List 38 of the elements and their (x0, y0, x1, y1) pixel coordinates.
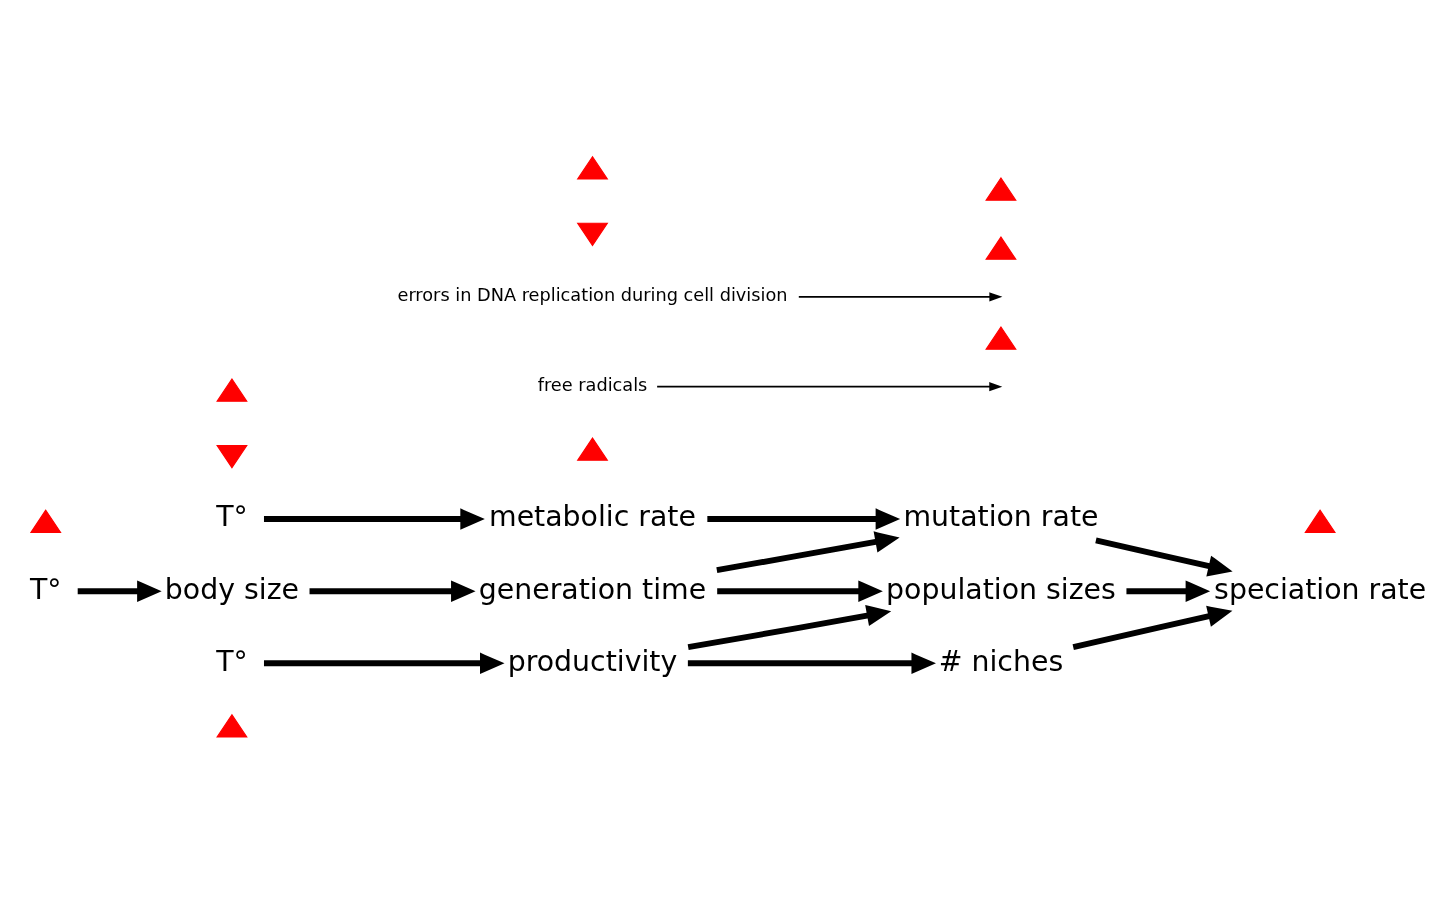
node-text: speciation rate (1214, 572, 1427, 606)
node-text: # niches (938, 644, 1064, 678)
node-arrow (29, 509, 62, 533)
node-arrow (985, 176, 1017, 201)
node-text: productivity (507, 644, 678, 678)
node-text: mutation rate (903, 500, 1099, 534)
node-arrow (576, 155, 609, 180)
node-arrow (985, 236, 1017, 260)
node-arrow (216, 377, 248, 402)
node-text: free radicals (537, 374, 648, 395)
arrow (717, 580, 883, 602)
node-arrow (216, 444, 248, 469)
node-arrow (216, 713, 248, 738)
node-arrow (576, 437, 609, 461)
node-text: body size (164, 572, 300, 606)
arrow (1126, 580, 1211, 602)
arrow (77, 580, 162, 602)
arrow (264, 652, 505, 674)
arrow (264, 508, 485, 530)
arrow (687, 605, 892, 651)
arrow (687, 652, 936, 674)
node-text: T° (216, 500, 248, 534)
arrow (716, 531, 900, 573)
node-text: T° (29, 572, 62, 606)
node-text: errors in DNA replication during cell division (397, 284, 788, 305)
node-text: population sizes (886, 572, 1116, 606)
arrow (797, 292, 1003, 302)
node-arrow (1304, 509, 1336, 533)
arrow (656, 382, 1003, 392)
node-text: T° (216, 644, 248, 678)
arrow (1072, 605, 1233, 650)
arrow (309, 580, 476, 602)
node-text: generation time (478, 572, 707, 606)
arrow (707, 508, 901, 530)
node-arrow (576, 222, 609, 247)
node-arrow (985, 325, 1017, 350)
arrow (1095, 537, 1233, 577)
node-text: metabolic rate (489, 500, 696, 534)
